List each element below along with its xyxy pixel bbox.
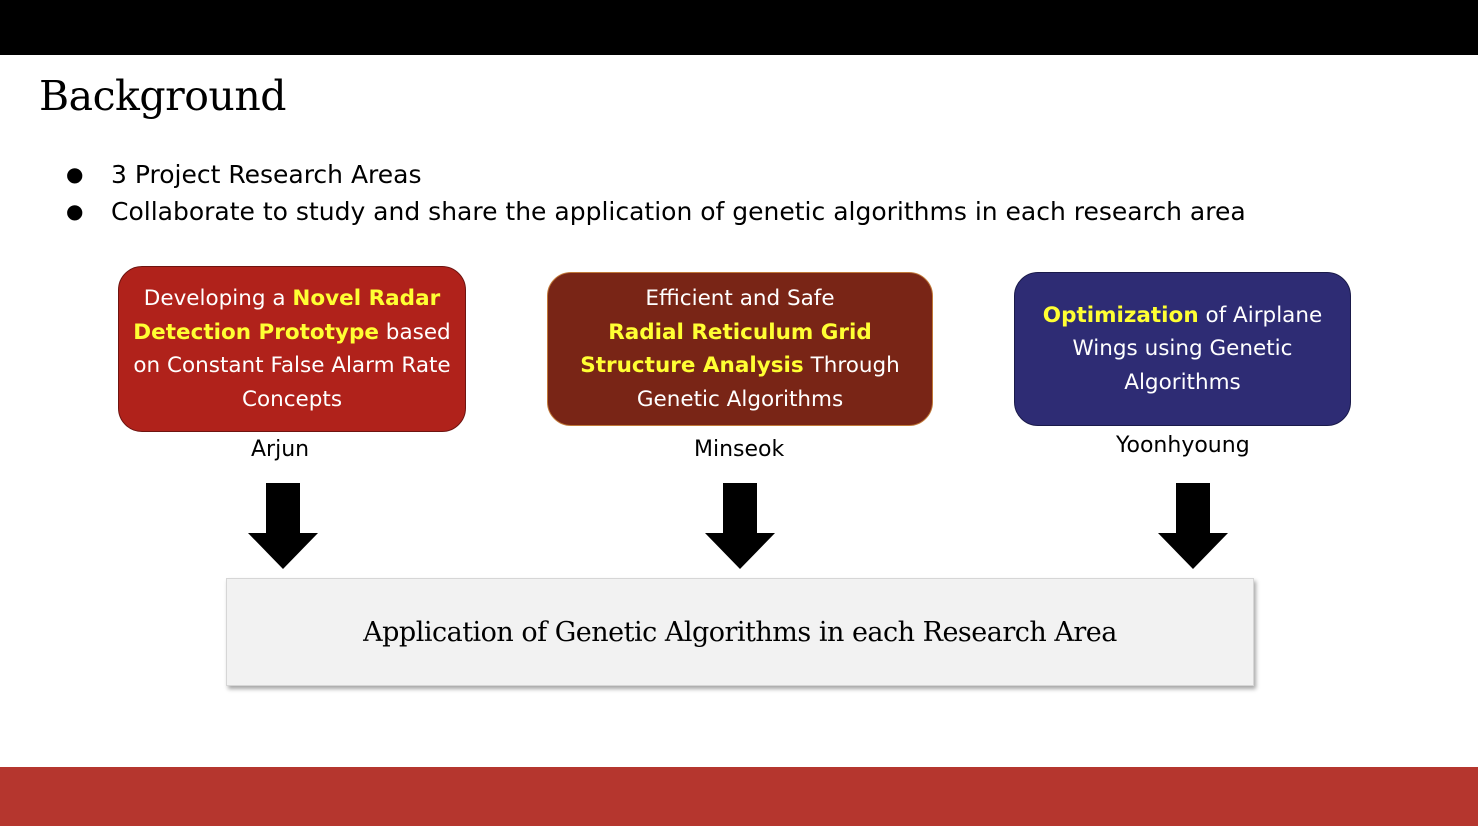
bullet-item: ● 3 Project Research Areas (66, 156, 1246, 193)
area-text-part: Through Genetic Algorithms (636, 353, 900, 412)
research-area-text: Efficient and Safe Radial Reticulum Grid… (558, 282, 922, 416)
bullet-dot-icon: ● (66, 199, 84, 223)
member-name-yoonhyoung: Yoonhyoung (1116, 433, 1250, 458)
slide-title: Background (39, 72, 286, 120)
area-text-part: based on Constant False Alarm Rate Conce… (133, 319, 451, 412)
application-summary-box: Application of Genetic Algorithms in eac… (226, 578, 1254, 686)
research-area-wing-box: Optimization of Airplane Wings using Gen… (1014, 272, 1351, 426)
down-arrow-icon (248, 483, 318, 569)
area-text-part: of Airplane Wings using Genetic Algorith… (1072, 302, 1323, 395)
bullet-item: ● Collaborate to study and share the app… (66, 193, 1246, 230)
bullet-list: ● 3 Project Research Areas ● Collaborate… (66, 156, 1246, 230)
research-area-grid-box: Efficient and Safe Radial Reticulum Grid… (547, 272, 933, 426)
area-text-highlight: Novel Radar Detection Prototype (133, 286, 441, 345)
bullet-text: Collaborate to study and share the appli… (111, 197, 1246, 226)
area-text-highlight: Radial Reticulum Grid Structure Analysis (580, 319, 872, 379)
down-arrow-icon (1158, 483, 1228, 569)
area-text-highlight: Optimization (1042, 302, 1199, 328)
member-name-arjun: Arjun (251, 437, 310, 462)
research-area-text: Optimization of Airplane Wings using Gen… (1025, 299, 1340, 400)
research-area-radar-box: Developing a Novel Radar Detection Proto… (118, 266, 466, 432)
application-summary-text: Application of Genetic Algorithms in eac… (363, 616, 1117, 648)
down-arrow-icon (705, 483, 775, 569)
area-text-part: Efficient and Safe (645, 286, 835, 311)
top-bar (0, 0, 1478, 55)
member-name-minseok: Minseok (694, 437, 785, 462)
area-text-part: Developing a (143, 286, 293, 311)
research-area-text: Developing a Novel Radar Detection Proto… (129, 282, 455, 416)
bottom-bar (0, 767, 1478, 826)
bullet-text: 3 Project Research Areas (111, 160, 422, 189)
bullet-dot-icon: ● (66, 162, 84, 186)
